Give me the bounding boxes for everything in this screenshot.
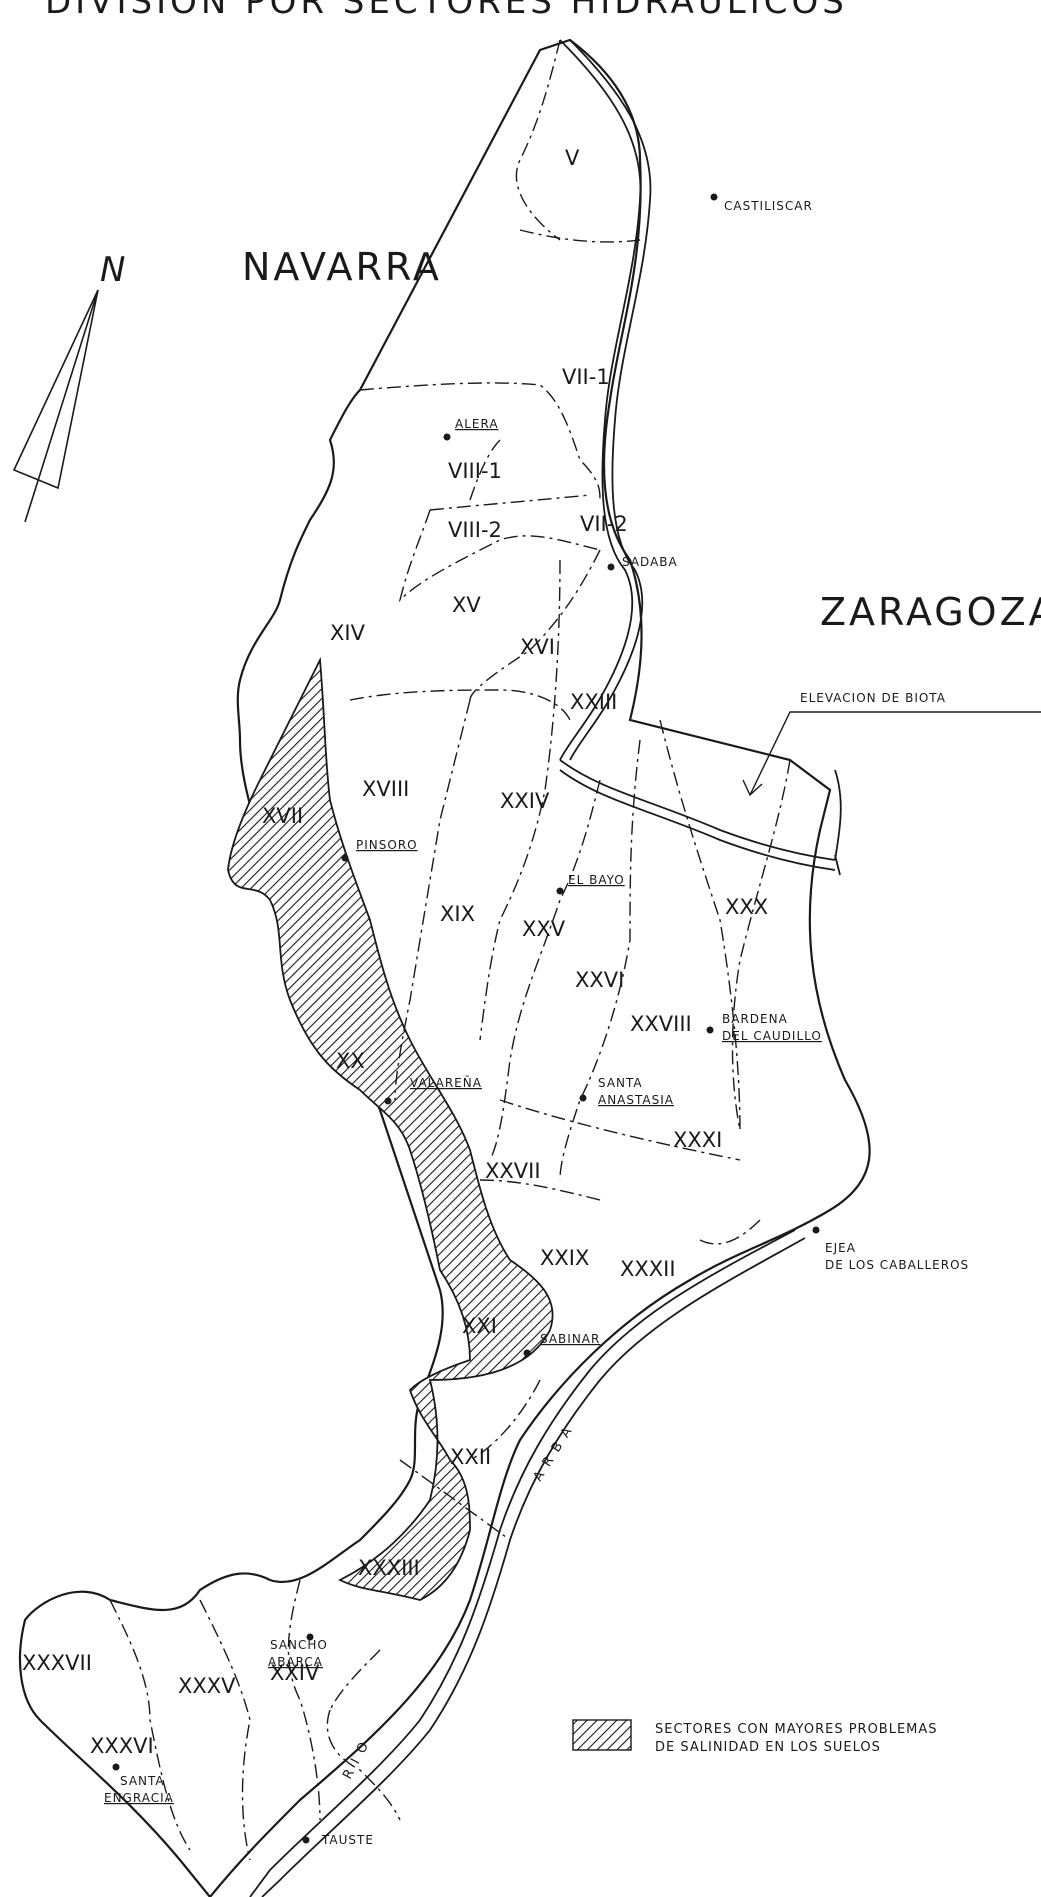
sector-label-xx: XX (336, 1049, 365, 1073)
legend-line-2: DE SALINIDAD EN LOS SUELOS (655, 1740, 881, 1755)
annotation-elevacion-biota: ELEVACION DE BIOTA (800, 691, 946, 705)
town-markers (112, 193, 820, 1844)
sector-label-xix: XIX (440, 902, 475, 926)
town-label-santa-engracia-2: ENGRACIA (104, 1791, 174, 1805)
sector-label-vii-1: VII-1 (562, 365, 610, 389)
town-label-tauste: TAUSTE (321, 1833, 374, 1847)
sector-label-xxxiii: XXXIII (358, 1556, 420, 1580)
sector-label-xxiv: XXIV (500, 789, 550, 813)
town-dot-alera (443, 433, 451, 441)
town-label-del-caudillo: DEL CAUDILLO (722, 1029, 822, 1043)
sector-boundaries (109, 39, 791, 1861)
region-label-navarra: NAVARRA (242, 245, 442, 289)
town-label-sabinar: SABINAR (540, 1332, 600, 1346)
town-dot-castiliscar (710, 193, 718, 201)
sector-label-xxix: XXIX (540, 1246, 589, 1270)
sector-label-xxvii: XXVII (485, 1159, 541, 1183)
town-label-bardena: BARDENA (722, 1012, 788, 1026)
sector-label-xxxvi: XXXVI (90, 1734, 154, 1758)
sector-label-xviii: XVIII (362, 777, 409, 801)
region-label-zaragoza: ZARAGOZA (820, 590, 1041, 634)
town-label-el-bayo: EL BAYO (568, 873, 625, 887)
sector-label-xxvi: XXVI (575, 968, 624, 992)
town-dot-tauste (302, 1836, 310, 1844)
town-label-santa-engracia-1: SANTA (120, 1774, 165, 1788)
map-title: DIVISION POR SECTORES HIDRAULICOS (45, 0, 848, 22)
legend-line-1: SECTORES CON MAYORES PROBLEMAS (655, 1722, 938, 1737)
sector-label-xxiii: XXIII (570, 690, 617, 714)
town-dot-bardena (706, 1026, 714, 1034)
town-dot-santa-anastasia (579, 1094, 587, 1102)
town-label-ejea-1: EJEA (825, 1241, 856, 1255)
town-label-santa-anastasia-2: ANASTASIA (598, 1093, 674, 1107)
north-arrow-label: N (100, 250, 126, 290)
canal-biota (559, 759, 842, 876)
town-label-santa-anastasia-1: SANTA (598, 1076, 643, 1090)
sector-label-xxxvii: XXXVII (22, 1651, 92, 1675)
salinity-zone (227, 656, 554, 1601)
sector-label-xvii: XVII (262, 804, 303, 828)
sector-label-xvi: XVI (520, 635, 555, 659)
town-dot-ejea (812, 1226, 820, 1234)
town-dot-sabinar (523, 1349, 531, 1357)
town-label-castiliscar: CASTILISCAR (724, 199, 813, 213)
sector-label-xxx: XXX (725, 895, 768, 919)
town-label-valarena: VALAREÑA (410, 1075, 482, 1090)
sector-label-vii-2: VII-2 (580, 512, 628, 536)
north-arrow-icon (12, 289, 99, 523)
sector-label-xxv: XXV (522, 917, 566, 941)
river-arba (249, 39, 806, 1897)
town-dot-santa-engracia (112, 1763, 120, 1771)
sector-label-xiv: XIV (330, 621, 366, 645)
town-label-pinsoro: PINSORO (356, 838, 418, 852)
town-dot-sadaba (607, 563, 615, 571)
town-dot-pinsoro (341, 854, 349, 862)
legend-swatch (572, 1719, 632, 1751)
town-dot-valarena (384, 1097, 392, 1105)
sector-label-xxii: XXII (450, 1445, 491, 1469)
sector-label-xxiv-b: XXIV (270, 1661, 320, 1685)
annotation-arrow-icon (742, 711, 1041, 797)
town-dot-sancho-abarca (306, 1633, 314, 1641)
sector-label-v: V (565, 146, 580, 170)
town-label-alera: ALERA (455, 417, 499, 431)
sector-label-viii-2: VIII-2 (448, 518, 502, 542)
sector-label-xv: XV (452, 593, 481, 617)
sector-label-xxxv: XXXV (178, 1674, 236, 1698)
town-label-ejea-2: DE LOS CABALLEROS (825, 1258, 969, 1272)
town-dot-el-bayo (556, 887, 564, 895)
sector-label-viii-1: VIII-1 (448, 459, 502, 483)
sector-label-xxxi: XXXI (673, 1128, 722, 1152)
town-label-abarca: ABARCA (268, 1655, 323, 1669)
sector-label-xxviii: XXVIII (630, 1012, 692, 1036)
town-label-sancho: SANCHO (270, 1638, 328, 1652)
zone-boundary (18, 38, 871, 1897)
sector-label-xxi: XXI (462, 1314, 497, 1338)
river-label-arba: A R B A (531, 1423, 577, 1484)
town-label-sadaba: SADABA (622, 555, 678, 569)
sector-label-xxxii: XXXII (620, 1257, 676, 1281)
